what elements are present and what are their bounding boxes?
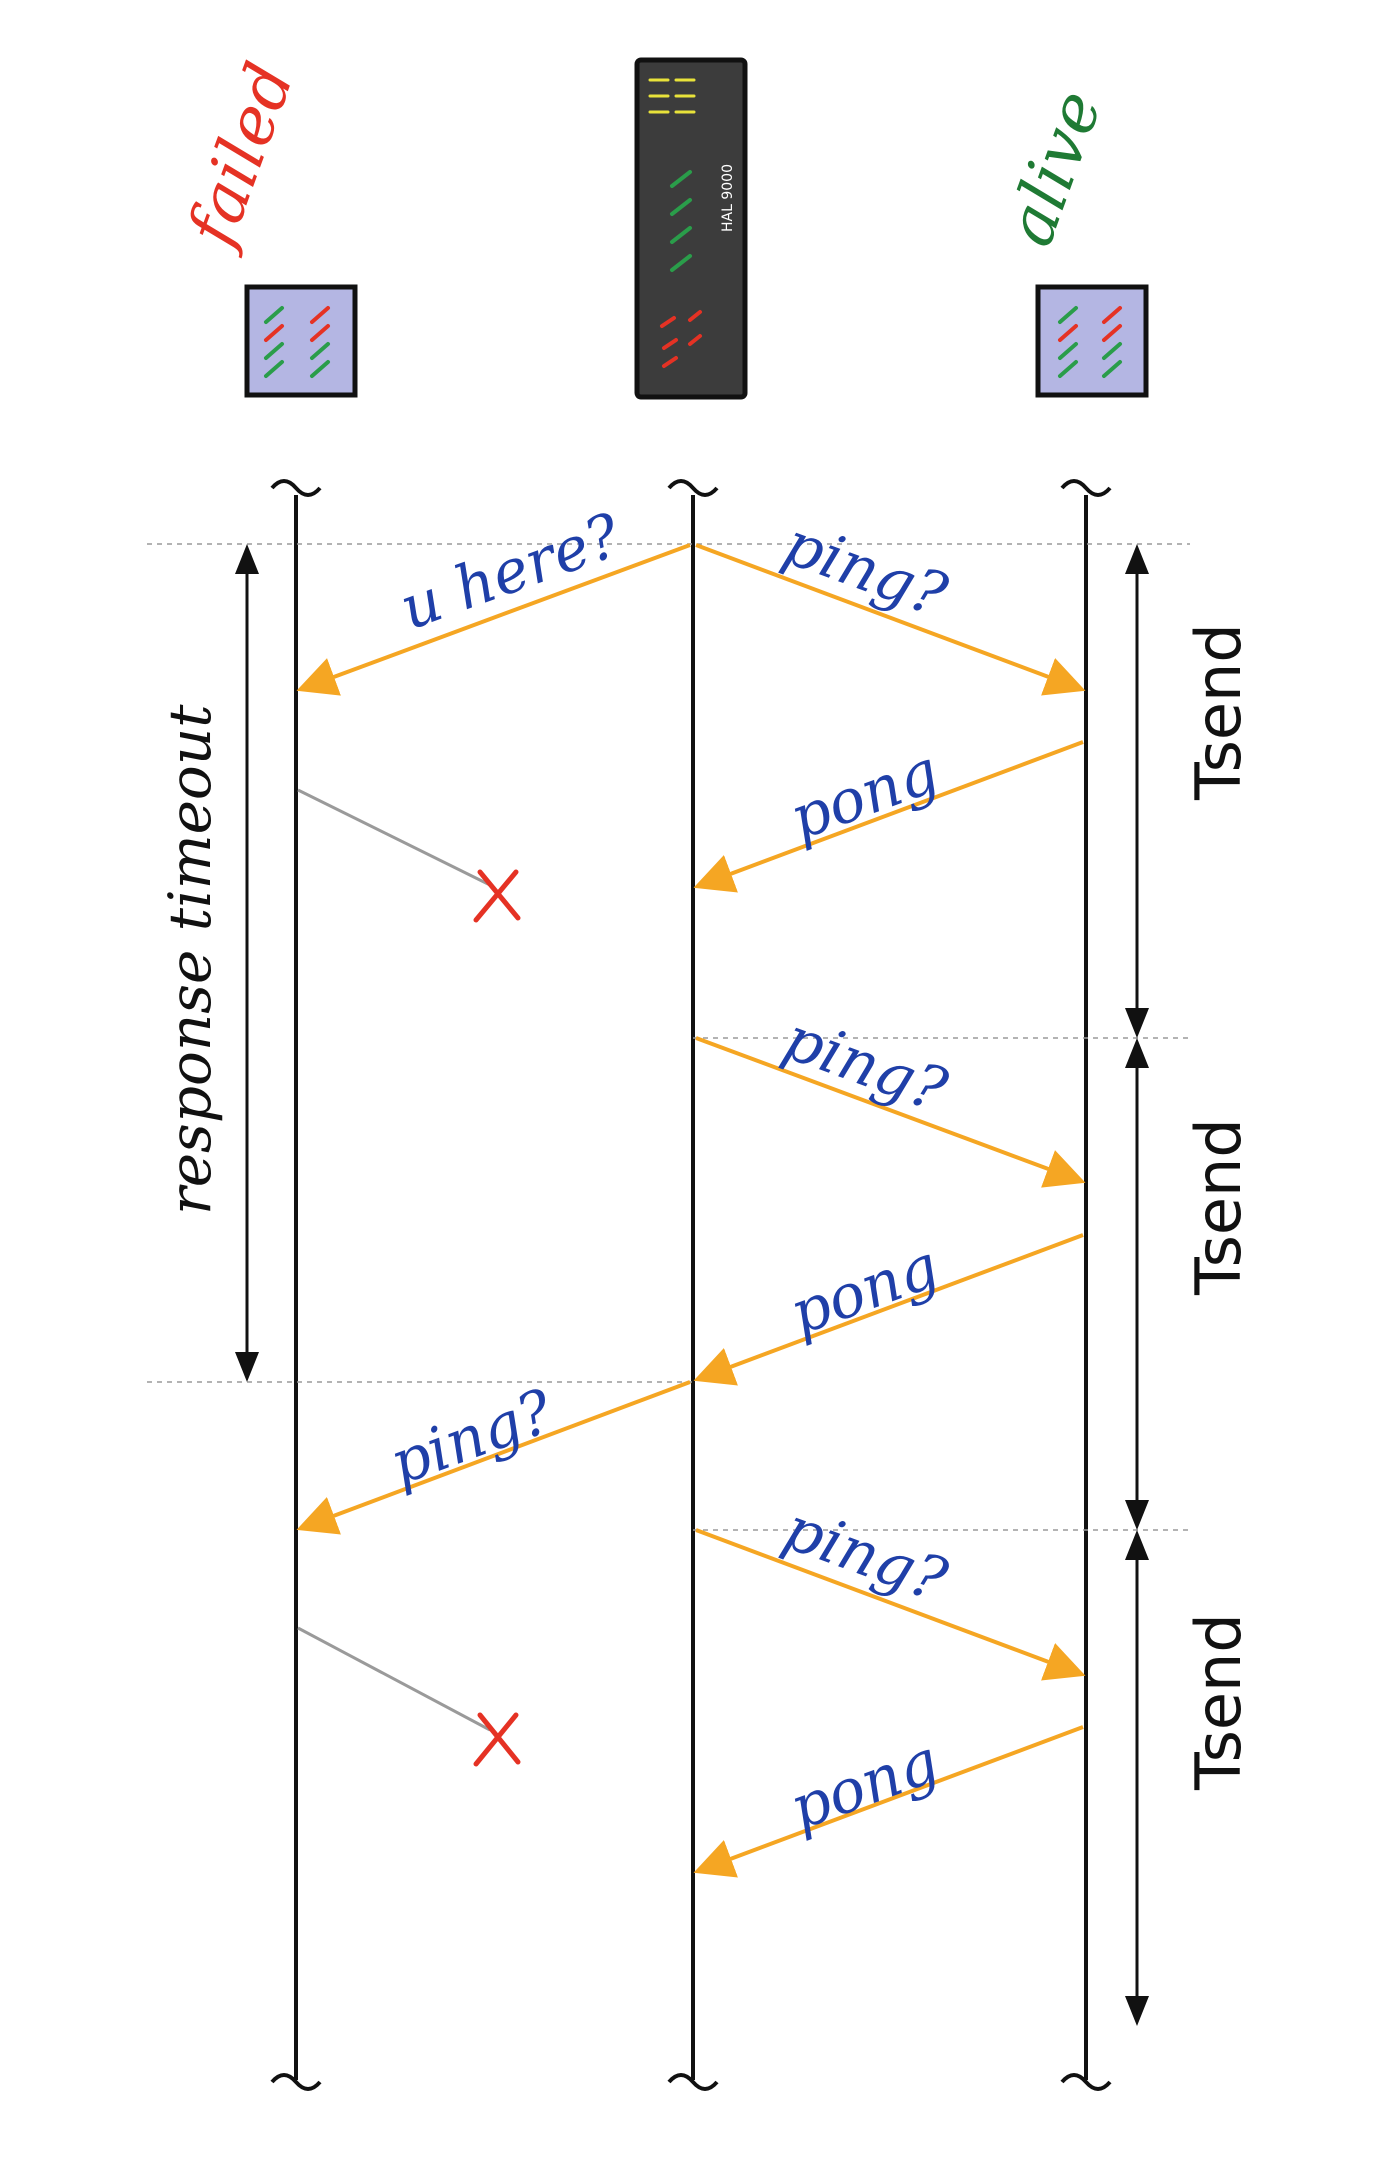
ping-arrow-1 xyxy=(695,543,1086,696)
ping-label-failed: ping? xyxy=(381,1376,562,1499)
pong-label-2: pong xyxy=(781,1231,947,1349)
ping-arrow-failed xyxy=(296,1380,691,1535)
tsend-label-1: Tsend xyxy=(1182,623,1255,801)
response-timeout-label: response timeout xyxy=(156,704,224,1215)
pong-arrow-3 xyxy=(693,1725,1084,1878)
failed-label: failed xyxy=(171,53,309,260)
time-markers xyxy=(147,543,1190,1531)
lost-reply-line-2 xyxy=(297,1626,491,1732)
tsend-label-3: Tsend xyxy=(1182,1613,1255,1791)
ping-label-2: ping? xyxy=(775,1003,956,1126)
failed-node-icon xyxy=(244,284,358,398)
tsend-label-2: Tsend xyxy=(1182,1118,1255,1296)
pong-label-3: pong xyxy=(781,1726,947,1844)
lost-reply-line-1 xyxy=(297,788,491,887)
pong-arrow-1 xyxy=(693,740,1084,893)
lost-reply-cross-1 xyxy=(473,869,521,923)
alive-node-icon xyxy=(1035,284,1149,398)
ping-arrow-3 xyxy=(695,1528,1086,1681)
ping-label-3: ping? xyxy=(775,1493,956,1616)
lifeline-alive xyxy=(1060,479,1112,2091)
lost-reply-cross-2 xyxy=(473,1712,521,1767)
u-here-label: u here? xyxy=(391,500,630,644)
ping-label-1: ping? xyxy=(775,508,956,631)
alive-label: alive xyxy=(991,81,1117,256)
lifeline-server xyxy=(667,479,719,2091)
u-here-arrow xyxy=(296,543,691,696)
pong-arrow-2 xyxy=(693,1233,1084,1386)
lifeline-failed xyxy=(270,479,322,2091)
ping-arrow-2 xyxy=(695,1036,1086,1188)
pong-label-1: pong xyxy=(781,736,947,854)
hal-9000-label: HAL 9000 xyxy=(720,164,736,232)
hal-9000-server-icon: HAL 9000 xyxy=(634,57,748,400)
